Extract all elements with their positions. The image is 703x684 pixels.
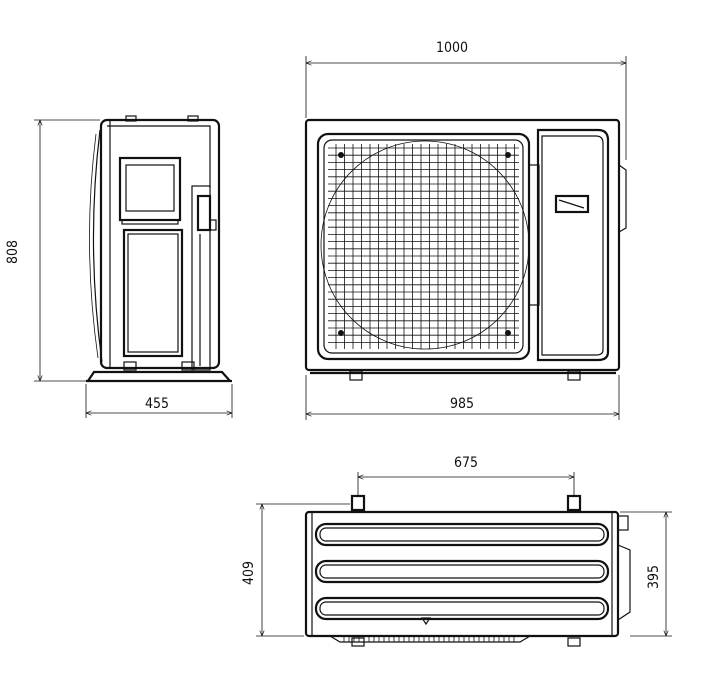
bottom-mount-spacing-label: 675 <box>454 455 478 471</box>
bottom-grille-ticks <box>343 636 515 642</box>
side-depth-dimension: 455 <box>85 384 233 418</box>
front-width-bottom-label: 985 <box>450 396 474 412</box>
front-view <box>304 118 627 381</box>
bottom-depth-right-dimension: 395 <box>620 511 672 637</box>
bottom-depth-left-dimension: 409 <box>241 503 350 637</box>
side-view <box>86 115 232 383</box>
front-width-bottom-dimension: 985 <box>305 375 620 420</box>
bottom-depth-right-label: 395 <box>646 565 662 589</box>
front-width-top-label: 1000 <box>436 40 468 56</box>
side-depth-label: 455 <box>145 396 169 412</box>
bottom-depth-left-label: 409 <box>241 561 257 585</box>
front-width-top-dimension: 1000 <box>305 40 627 160</box>
fan-grille <box>328 144 519 349</box>
bottom-mount-spacing-dimension: 675 <box>357 455 575 496</box>
bottom-view <box>304 494 631 647</box>
side-height-dimension: 808 <box>5 119 100 382</box>
side-height-label: 808 <box>5 240 21 264</box>
